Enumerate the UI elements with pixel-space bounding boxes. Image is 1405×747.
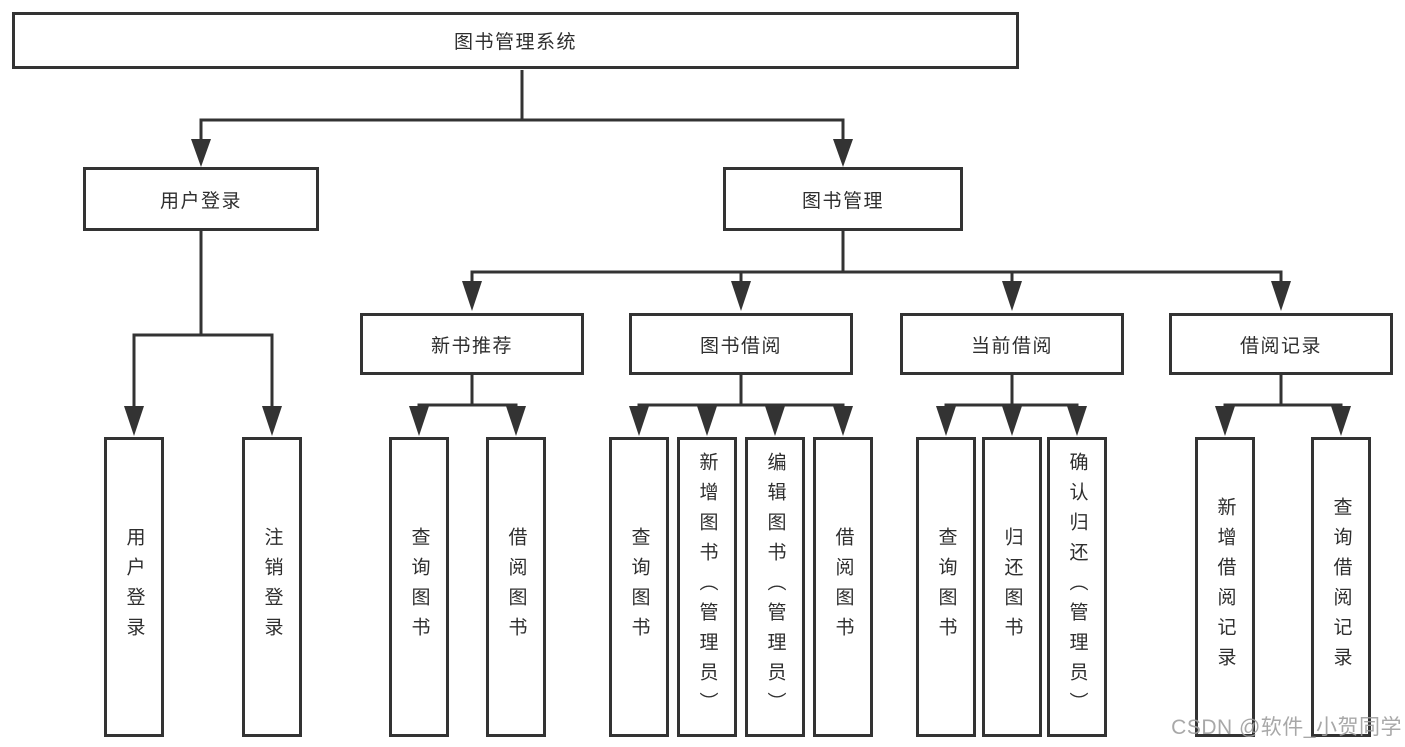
leaf-logout: 注销登录	[242, 437, 302, 737]
leaf-bb-borrow-books: 借阅图书	[813, 437, 873, 737]
node-borrow-records-label: 借阅记录	[1239, 335, 1322, 357]
node-root-label: 图书管理系统	[453, 32, 577, 53]
node-root: 图书管理系统	[12, 12, 1019, 69]
leaf-cb-return-books-label: 归还图书	[1001, 527, 1023, 647]
leaf-br-add-record-label: 新增借阅记录	[1214, 497, 1236, 677]
leaf-nb-query-books-label: 查询图书	[408, 527, 430, 647]
leaf-bb-edit-books: 编辑图书（管理员）	[745, 437, 805, 737]
csdn-watermark: CSDN @软件_小贺同学	[1171, 716, 1402, 739]
leaf-user-login: 用户登录	[104, 437, 164, 737]
leaf-nb-borrow-books: 借阅图书	[486, 437, 546, 737]
leaf-cb-confirm-return: 确认归还（管理员）	[1047, 437, 1107, 737]
leaf-user-login-label: 用户登录	[123, 527, 145, 647]
node-book-borrow: 图书借阅	[629, 313, 853, 375]
leaf-cb-return-books: 归还图书	[982, 437, 1042, 737]
node-current-borrow: 当前借阅	[900, 313, 1124, 375]
leaf-bb-query-books: 查询图书	[609, 437, 669, 737]
node-borrow-records: 借阅记录	[1169, 313, 1393, 375]
leaf-bb-add-books-label: 新增图书（管理员）	[696, 452, 718, 722]
node-user-login-label: 用户登录	[159, 190, 242, 212]
leaf-nb-query-books: 查询图书	[389, 437, 449, 737]
leaf-br-query-record-label: 查询借阅记录	[1330, 497, 1352, 677]
node-new-book-recommend-label: 新书推荐	[430, 335, 513, 357]
leaf-br-query-record: 查询借阅记录	[1311, 437, 1371, 737]
leaf-cb-query-books-label: 查询图书	[935, 527, 957, 647]
leaf-nb-borrow-books-label: 借阅图书	[505, 527, 527, 647]
leaf-bb-add-books: 新增图书（管理员）	[677, 437, 737, 737]
node-book-management: 图书管理	[723, 167, 963, 231]
leaf-bb-edit-books-label: 编辑图书（管理员）	[764, 452, 786, 722]
leaf-br-add-record: 新增借阅记录	[1195, 437, 1255, 737]
leaf-bb-query-books-label: 查询图书	[628, 527, 650, 647]
node-new-book-recommend: 新书推荐	[360, 313, 584, 375]
node-user-login: 用户登录	[83, 167, 319, 231]
node-current-borrow-label: 当前借阅	[970, 335, 1053, 357]
leaf-cb-query-books: 查询图书	[916, 437, 976, 737]
leaf-cb-confirm-return-label: 确认归还（管理员）	[1066, 452, 1088, 722]
leaf-bb-borrow-books-label: 借阅图书	[832, 527, 854, 647]
node-book-management-label: 图书管理	[801, 190, 884, 212]
leaf-logout-label: 注销登录	[261, 527, 283, 647]
node-book-borrow-label: 图书借阅	[699, 335, 782, 357]
